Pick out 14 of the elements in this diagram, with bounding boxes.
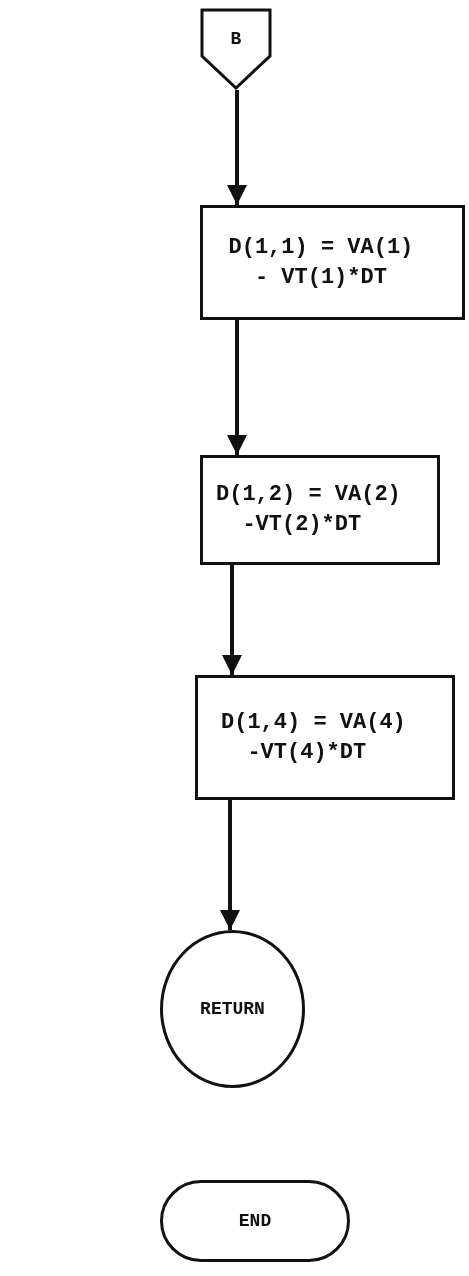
process-box	[195, 675, 455, 800]
off-page-connector	[200, 8, 272, 90]
arrow	[220, 800, 240, 930]
process-box	[200, 205, 465, 320]
node-text: B	[230, 27, 242, 51]
node-text: D(1,1) = VA(1) - VT(1)*DT	[228, 233, 415, 292]
process-box	[200, 455, 440, 565]
arrow	[227, 90, 247, 205]
node-text: D(1,4) = VA(4) -VT(4)*DT	[221, 708, 407, 767]
arrow	[222, 565, 242, 675]
arrow	[227, 320, 247, 455]
node-text: RETURN	[200, 997, 265, 1021]
node-text: END	[238, 1209, 272, 1233]
node-text: D(1,2) = VA(2) -VT(2)*DT	[216, 481, 402, 539]
